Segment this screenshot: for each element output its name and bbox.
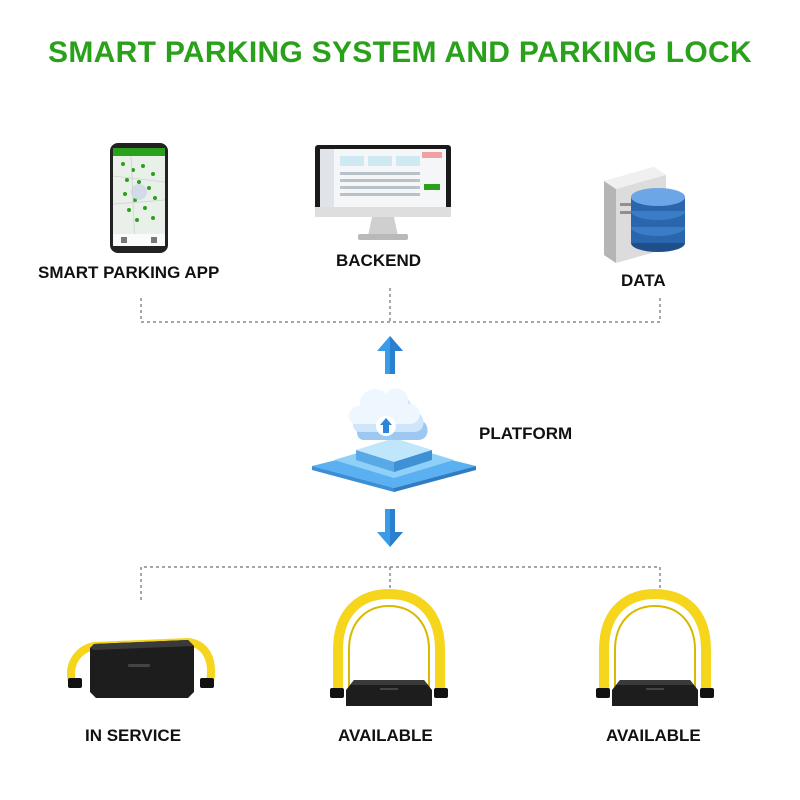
smartphone-icon bbox=[109, 142, 169, 254]
lock2-label: AVAILABLE bbox=[338, 726, 433, 745]
database-server-icon bbox=[600, 163, 690, 263]
monitor-icon bbox=[314, 144, 452, 242]
diagram-title: SMART PARKING SYSTEM AND PARKING LOCK bbox=[48, 36, 752, 69]
backend-label: BACKEND bbox=[336, 251, 421, 270]
parking-lock-lowered-icon bbox=[66, 630, 216, 702]
app-label: SMART PARKING APP bbox=[38, 263, 220, 282]
data-label: DATA bbox=[621, 271, 666, 290]
arrow-up-icon bbox=[376, 335, 404, 375]
lock1-label: IN SERVICE bbox=[85, 726, 182, 745]
lock3-label: AVAILABLE bbox=[606, 726, 701, 745]
arrow-down-icon bbox=[376, 508, 404, 548]
parking-lock-raised-icon bbox=[594, 588, 716, 712]
platform-label: PLATFORM bbox=[479, 424, 573, 443]
parking-lock-raised-icon bbox=[328, 588, 450, 712]
cloud-platform-icon bbox=[310, 380, 478, 492]
